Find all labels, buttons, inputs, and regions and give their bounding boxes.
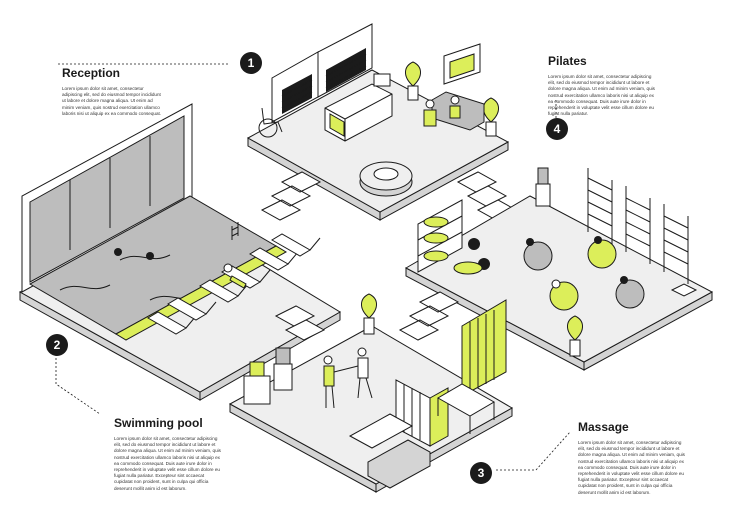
callout-pilates: Pilates Lorem ipsum dolor sit amet, cons… <box>548 54 658 117</box>
swimming-pool-room <box>18 103 341 401</box>
leader-lines <box>55 63 571 471</box>
exercise-ball-icon <box>587 236 617 269</box>
person-therapist <box>333 347 373 399</box>
zone-title: Reception <box>62 66 121 80</box>
cabinet <box>243 375 271 405</box>
wheelchair-icon <box>258 107 283 138</box>
zone-title: Pilates <box>548 54 587 68</box>
deck-chair-icon <box>167 297 217 321</box>
reception-desk <box>324 73 393 142</box>
water-cooler-icon <box>273 347 293 391</box>
massage-table-icon <box>436 383 496 434</box>
water-cooler-icon <box>535 167 551 207</box>
pilates-room <box>398 167 714 371</box>
wall-bars-icon <box>625 186 651 264</box>
zone-title: Swimming pool <box>114 416 203 430</box>
wall-bars-icon <box>587 168 613 244</box>
zone-number-badge: 1 <box>240 52 262 74</box>
exercise-ball-icon <box>549 279 579 311</box>
reception-room <box>246 23 518 221</box>
zone-number-badge: 2 <box>46 334 68 356</box>
plant-icon <box>405 61 421 101</box>
zone-description: Lorem ipsum dolor sit amet, consectetur … <box>548 74 655 117</box>
exercise-ball-icon <box>615 276 645 309</box>
zone-description: Lorem ipsum dolor sit amet, consectetur … <box>62 86 162 116</box>
mat-shelf <box>417 199 463 273</box>
plant-icon <box>567 315 583 357</box>
massage-room <box>228 293 514 493</box>
callout-massage: Massage Lorem ipsum dolor sit amet, cons… <box>578 420 688 496</box>
exercise-ball-icon <box>523 238 553 271</box>
zone-description: Lorem ipsum dolor sit amet, consectetur … <box>578 440 685 495</box>
deck-chair-icon <box>271 233 321 257</box>
callout-reception: Reception Lorem ipsum dolor sit amet, co… <box>62 66 162 117</box>
fountain <box>359 161 413 197</box>
curtain <box>461 299 507 397</box>
callout-swimming-pool: Swimming pool Lorem ipsum dolor sit amet… <box>114 416 222 492</box>
zone-title: Massage <box>578 420 629 434</box>
zone-number-badge: 3 <box>470 462 492 484</box>
person-client <box>323 355 335 409</box>
zone-description: Lorem ipsum dolor sit amet, consectetur … <box>114 436 221 491</box>
plant-icon <box>483 97 499 137</box>
plant-icon <box>361 293 377 335</box>
wall-bars-icon <box>663 204 689 284</box>
zone-number-badge: 4 <box>546 118 568 140</box>
